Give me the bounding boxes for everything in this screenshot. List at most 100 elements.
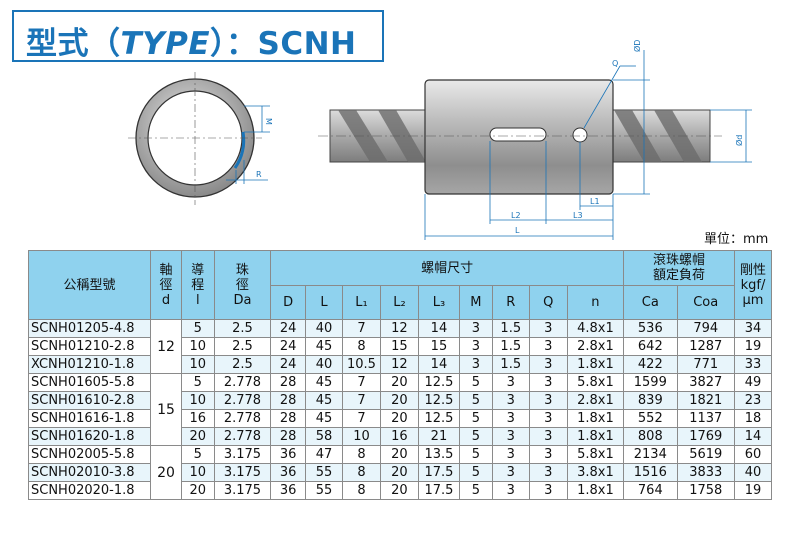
cell-d: 28 <box>270 427 307 446</box>
cell-n: 2.8x1 <box>566 337 625 356</box>
cell-n: 3.8x1 <box>566 463 625 482</box>
cell-n: 5.8x1 <box>566 373 625 392</box>
cell-r: 3 <box>491 481 530 500</box>
cell-coa: 3833 <box>676 463 735 482</box>
cell-coa: 5619 <box>676 445 735 464</box>
cell-l3: 17.5 <box>417 463 460 482</box>
cell-r: 1.5 <box>491 337 530 356</box>
cell-n: 1.8x1 <box>566 409 625 428</box>
cell-l1: 7 <box>341 409 381 428</box>
technical-drawing: M R ØD Q Ød <box>128 40 752 240</box>
cell-coa: 771 <box>676 355 735 374</box>
cell-coa: 1769 <box>676 427 735 446</box>
cell-lead: 10 <box>180 337 215 356</box>
label-od-shaft: Ød <box>734 135 744 146</box>
cell-rigidity: 33 <box>733 355 773 374</box>
cell-d: 24 <box>270 355 307 374</box>
title-type-word: TYPE <box>120 26 210 62</box>
cell-rigidity: 40 <box>733 463 773 482</box>
cell-ball-diameter: 2.778 <box>213 409 272 428</box>
cell-l3: 14 <box>417 355 460 374</box>
cell-l2: 12 <box>379 319 419 338</box>
cell-d: 24 <box>270 337 307 356</box>
cell-coa: 1758 <box>676 481 735 500</box>
cell-q: 3 <box>528 445 568 464</box>
cell-lead: 10 <box>180 463 215 482</box>
title-prefix: 型式（ <box>26 26 121 62</box>
header-sub: n <box>566 285 625 320</box>
cell-coa: 794 <box>676 319 735 338</box>
cell-n: 1.8x1 <box>566 481 625 500</box>
cell-coa: 1287 <box>676 337 735 356</box>
cell-ball-diameter: 2.778 <box>213 373 272 392</box>
cell-m: 5 <box>458 373 493 392</box>
cell-l1: 7 <box>341 319 381 338</box>
cell-shaft-diameter: 12 <box>150 319 182 374</box>
cell-m: 5 <box>458 391 493 410</box>
header-model: 公稱型號 <box>27 250 152 320</box>
cell-l3: 12.5 <box>417 373 460 392</box>
cell-l1: 7 <box>341 373 381 392</box>
unit-label: 單位：mm <box>704 232 769 247</box>
cell-r: 3 <box>491 463 530 482</box>
cell-l1: 7 <box>341 391 381 410</box>
cell-model: SCNH01610-2.8 <box>27 391 152 410</box>
cell-r: 3 <box>491 409 530 428</box>
cell-model: SCNH01616-1.8 <box>27 409 152 428</box>
cell-rigidity: 19 <box>733 481 773 500</box>
cell-m: 5 <box>458 409 493 428</box>
cell-lead: 5 <box>180 445 215 464</box>
cell-ball-diameter: 2.778 <box>213 427 272 446</box>
cell-l3: 21 <box>417 427 460 446</box>
cell-l3: 13.5 <box>417 445 460 464</box>
cell-lead: 20 <box>180 481 215 500</box>
cell-ca: 422 <box>623 355 678 374</box>
cell-coa: 1137 <box>676 409 735 428</box>
cell-l: 40 <box>305 355 343 374</box>
cell-l: 45 <box>305 409 343 428</box>
cell-l: 45 <box>305 373 343 392</box>
cell-ca: 1599 <box>623 373 678 392</box>
cell-n: 1.8x1 <box>566 427 625 446</box>
header-sub: L₃ <box>417 285 460 320</box>
cell-l2: 20 <box>379 373 419 392</box>
header-sub: M <box>458 285 493 320</box>
cell-l3: 15 <box>417 337 460 356</box>
header-sub: D <box>270 285 307 320</box>
cell-d: 28 <box>270 373 307 392</box>
header-sub: R <box>491 285 530 320</box>
cell-model: SCNH02020-1.8 <box>27 481 152 500</box>
cell-shaft-diameter: 20 <box>150 445 182 500</box>
cell-ball-diameter: 2.778 <box>213 391 272 410</box>
cell-rigidity: 34 <box>733 319 773 338</box>
cell-l2: 16 <box>379 427 419 446</box>
label-m: M <box>264 118 273 125</box>
cell-model: XCNH01210-1.8 <box>27 355 152 374</box>
cell-l: 45 <box>305 391 343 410</box>
cell-l2: 12 <box>379 355 419 374</box>
cell-r: 3 <box>491 427 530 446</box>
cell-r: 3 <box>491 373 530 392</box>
title-box: 型式（TYPE）：SCNH <box>12 10 384 62</box>
cell-m: 3 <box>458 319 493 338</box>
cell-q: 3 <box>528 409 568 428</box>
cell-l2: 15 <box>379 337 419 356</box>
cell-q: 3 <box>528 337 568 356</box>
cell-l2: 20 <box>379 463 419 482</box>
cell-ca: 536 <box>623 319 678 338</box>
cell-model: SCNH01205-4.8 <box>27 319 152 338</box>
cell-rigidity: 19 <box>733 337 773 356</box>
cell-model: SCNH01210-2.8 <box>27 337 152 356</box>
cell-q: 3 <box>528 355 568 374</box>
cell-ca: 642 <box>623 337 678 356</box>
cell-ball-diameter: 3.175 <box>213 445 272 464</box>
label-q: Q <box>612 59 618 68</box>
cell-lead: 20 <box>180 427 215 446</box>
